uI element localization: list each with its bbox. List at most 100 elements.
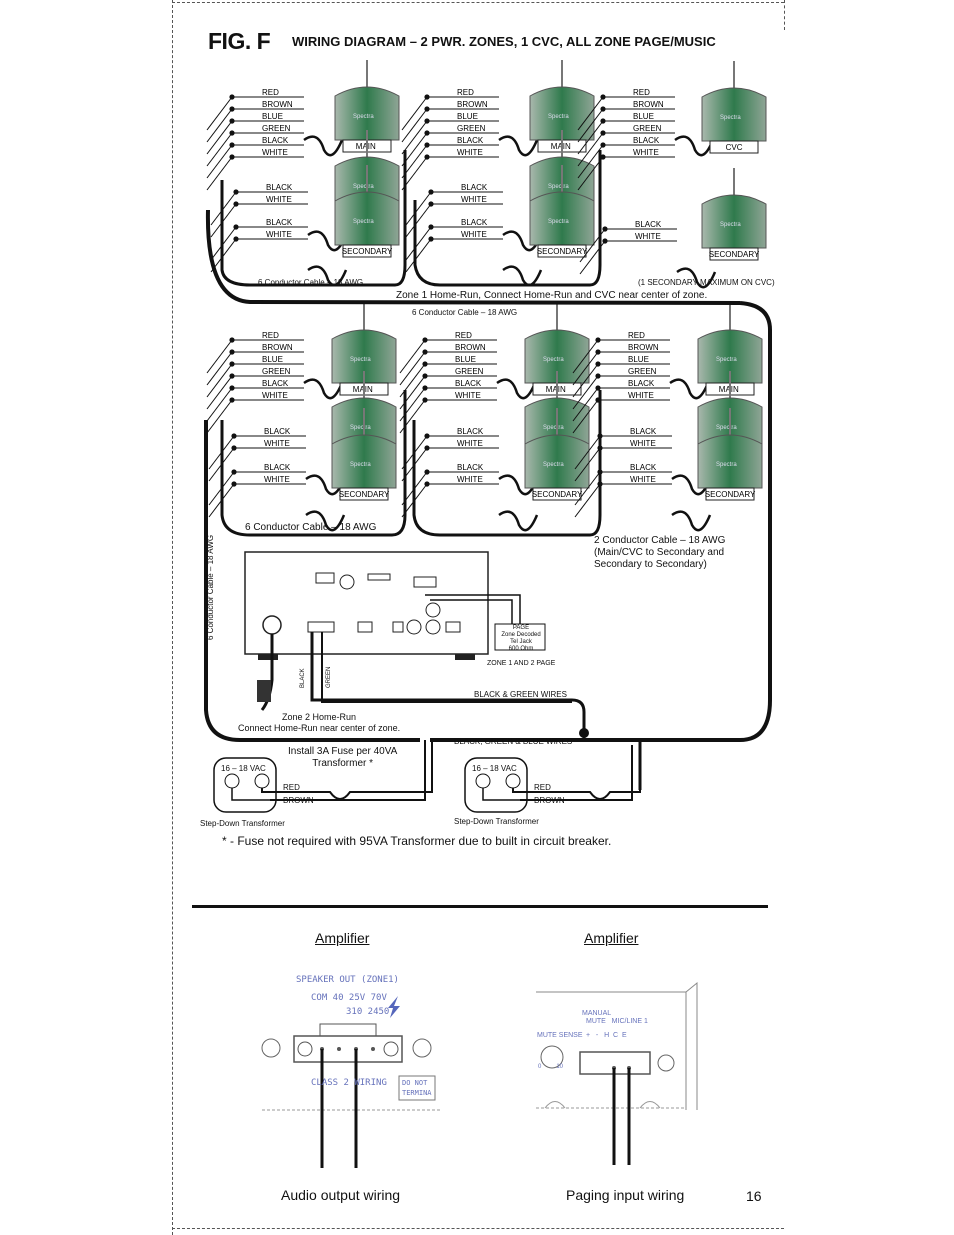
section-divider bbox=[192, 905, 768, 908]
z1g2-main-speaker-brand: Spectra bbox=[548, 114, 569, 120]
z1g1-white-label: WHITE bbox=[262, 148, 288, 157]
zone2-group1-cable bbox=[220, 390, 407, 537]
z1cvc-brown-label: BROWN bbox=[633, 100, 664, 109]
z1g1-main-speaker-brand: Spectra bbox=[353, 114, 374, 120]
z1g2-s2-white-label: WHITE bbox=[461, 230, 487, 239]
z1g2-s1-black-label: BLACK bbox=[461, 183, 488, 192]
do-not-label: DO NOT TERMINA bbox=[402, 1079, 432, 1097]
z2g3-brown-label: BROWN bbox=[628, 343, 659, 352]
z1g2-red-label: RED bbox=[457, 88, 474, 97]
transformer2-brown: BROWN bbox=[534, 796, 565, 805]
z1cvc-green-label: GREEN bbox=[633, 124, 662, 133]
two-conductor-note: 2 Conductor Cable – 18 AWG (Main/CVC to … bbox=[594, 535, 726, 570]
z2g2-s2-white-label: WHITE bbox=[457, 475, 483, 484]
page-border-left bbox=[172, 0, 173, 1235]
amplifier-rear-panel bbox=[244, 551, 489, 660]
z1g2-green-label: GREEN bbox=[457, 124, 486, 133]
z1cvc-red-label: RED bbox=[633, 88, 650, 97]
fuse-note: Install 3A Fuse per 40VA Transformer * bbox=[288, 746, 398, 769]
z2g3-secondary-speaker-1-brand: Spectra bbox=[716, 425, 737, 431]
z1g2-white-label: WHITE bbox=[457, 148, 483, 157]
amp-speaker-out-panel bbox=[261, 996, 440, 1168]
page-border-top bbox=[172, 2, 784, 3]
z1g2-brown-label: BROWN bbox=[457, 100, 488, 109]
z2g1-main-speaker-brand: Spectra bbox=[350, 357, 371, 363]
z2g1-black-label: BLACK bbox=[262, 379, 289, 388]
z2g2-black-label: BLACK bbox=[455, 379, 482, 388]
z2g2-secondary-speaker-2-label: SECONDARY bbox=[532, 490, 583, 499]
z2g3-s1-black-label: BLACK bbox=[630, 427, 657, 436]
zone2-home-run-cable bbox=[204, 420, 420, 742]
transformer2-label: Step-Down Transformer bbox=[454, 817, 539, 826]
z1cvc-black-label: BLACK bbox=[633, 136, 660, 145]
z2g3-blue-label: BLUE bbox=[628, 355, 649, 364]
page-border-bottom bbox=[172, 1228, 784, 1229]
zone-page-label: ZONE 1 AND 2 PAGE bbox=[487, 660, 556, 667]
audio-output-caption: Audio output wiring bbox=[281, 1187, 401, 1203]
cvc-secondary-speaker-brand: Spectra bbox=[720, 222, 741, 228]
dial-label: 0 10 bbox=[538, 1064, 564, 1070]
zone2-group2-cable bbox=[412, 390, 602, 537]
z2g1-blue-label: BLUE bbox=[262, 355, 283, 364]
z2g2-red-label: RED bbox=[455, 331, 472, 340]
transformer1-vac: 16 – 18 VAC bbox=[221, 764, 266, 773]
z1g1-secondary-speaker-2-brand: Spectra bbox=[353, 219, 374, 225]
z2g3-red-label: RED bbox=[628, 331, 645, 340]
zone1-to-zone2-cable bbox=[430, 301, 772, 742]
paging-input-caption: Paging input wiring bbox=[566, 1187, 685, 1203]
z1g1-s2-white-label: WHITE bbox=[266, 230, 292, 239]
transformer1-label: Step-Down Transformer bbox=[200, 819, 285, 828]
z2g1-green-label: GREEN bbox=[262, 367, 291, 376]
z1g1-main-speaker-label: MAIN bbox=[356, 142, 376, 151]
z1g2-main-speaker-label: MAIN bbox=[551, 142, 571, 151]
z2g3-s2-white-label: WHITE bbox=[630, 475, 656, 484]
zone2-cable-label: 6 Conductor Cable – 18 AWG bbox=[245, 522, 377, 533]
zone1-cable-label: 6 Conductor Cable – 18 AWG bbox=[258, 278, 364, 287]
z2g1-secondary-speaker-1-brand: Spectra bbox=[350, 425, 371, 431]
z2g3-s2-black-label: BLACK bbox=[630, 463, 657, 472]
z2g3-white-label: WHITE bbox=[628, 391, 654, 400]
figure-title: WIRING DIAGRAM – 2 PWR. ZONES, 1 CVC, AL… bbox=[292, 34, 716, 49]
z1g1-blue-label: BLUE bbox=[262, 112, 283, 121]
z2g2-s1-white-label: WHITE bbox=[457, 439, 483, 448]
transformer1-brown: BROWN bbox=[283, 796, 314, 805]
z2g3-main-speaker-label: MAIN bbox=[719, 385, 739, 394]
page-number: 16 bbox=[746, 1188, 762, 1204]
z2g1-brown-label: BROWN bbox=[262, 343, 293, 352]
z1g1-red-label: RED bbox=[262, 88, 279, 97]
cvc-note: (1 SECONDARY MAXIMUM ON CVC) bbox=[638, 278, 775, 287]
manual-label: MANUAL bbox=[582, 1010, 612, 1017]
z2g1-red-label: RED bbox=[262, 331, 279, 340]
amp-paging-input-panel bbox=[536, 981, 698, 1165]
zone2-vertical-cable-label: 6 Conductor Cable – 18 AWG bbox=[206, 534, 215, 640]
black-green-wire bbox=[310, 632, 586, 740]
z2g1-main-speaker-label: MAIN bbox=[353, 385, 373, 394]
black-green-blue-label: BLACK, GREEN & BLUE WIRES bbox=[454, 737, 573, 746]
z2g1-white-label: WHITE bbox=[262, 391, 288, 400]
zone1-cable-bottom-label: 6 Conductor Cable – 18 AWG bbox=[412, 308, 518, 317]
page-jack-label: PAGE Zone Decoded Tel Jack 600 Ohm bbox=[501, 625, 541, 652]
z2g2-brown-label: BROWN bbox=[455, 343, 486, 352]
page-jack-box bbox=[494, 623, 546, 651]
z2g2-main-speaker-label: MAIN bbox=[546, 385, 566, 394]
step-down-transformer-1 bbox=[213, 740, 433, 813]
class2-label: CLASS 2 WIRING bbox=[311, 1078, 387, 1088]
z2g1-s1-white-label: WHITE bbox=[264, 439, 290, 448]
vertical-green-label: GREEN bbox=[326, 666, 332, 688]
z1g2-s1-white-label: WHITE bbox=[461, 195, 487, 204]
z2g2-secondary-speaker-1-brand: Spectra bbox=[543, 425, 564, 431]
z2g1-s1-black-label: BLACK bbox=[264, 427, 291, 436]
mute-mic-label: MUTE MIC/LINE 1 bbox=[586, 1018, 648, 1025]
z2g3-secondary-speaker-2-brand: Spectra bbox=[716, 462, 737, 468]
z2g2-s2-black-label: BLACK bbox=[457, 463, 484, 472]
z1cvc-s-black-label: BLACK bbox=[635, 220, 662, 229]
power-plug bbox=[257, 680, 271, 702]
zone1-group2-cable bbox=[413, 150, 602, 287]
pins-label: + - H C E bbox=[586, 1032, 627, 1039]
z1g1-green-label: GREEN bbox=[262, 124, 291, 133]
z2g2-blue-label: BLUE bbox=[455, 355, 476, 364]
